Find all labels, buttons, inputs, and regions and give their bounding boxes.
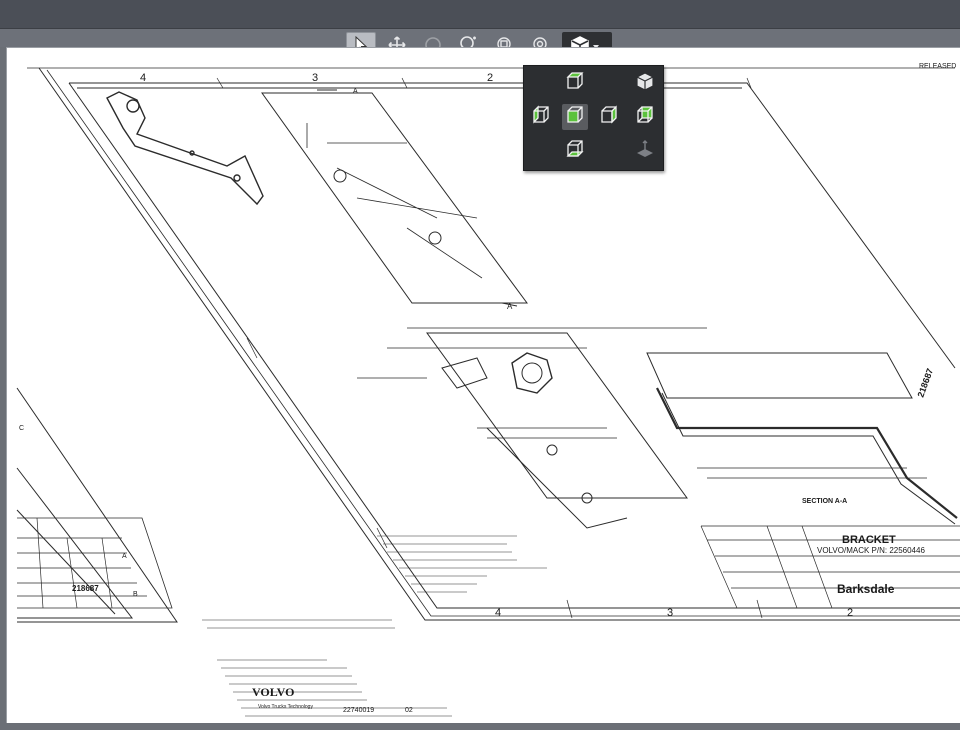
title-bar [0, 0, 960, 29]
back-view-button[interactable] [632, 104, 658, 130]
company-name: Barksdale [837, 582, 895, 596]
ground-plane-icon [635, 139, 655, 164]
zone-label-bottom-1: 4 [495, 607, 501, 619]
back-sheet-revision: 02 [405, 707, 413, 714]
release-status: RELEASED [919, 63, 956, 70]
right-view-icon [599, 104, 619, 130]
notes-block [202, 535, 547, 717]
zone-label-top-1: 4 [140, 72, 146, 84]
back-sheet [16, 387, 178, 623]
back-sheet-part-number: 22740019 [343, 707, 374, 714]
front-view [357, 327, 707, 529]
isometric-view-button[interactable] [632, 70, 658, 96]
left-view-button[interactable] [528, 104, 554, 130]
section-marker: A [353, 88, 358, 95]
zone-label-bottom-3: 2 [847, 607, 853, 619]
section-marker-bottom: A [507, 302, 513, 311]
back-sheet-brand: VOLVO [252, 685, 294, 699]
back-sheet-zone-a: A [122, 553, 127, 560]
zone-label-top-3: 2 [487, 72, 493, 84]
back-sheet-brand-sub: Volvo Trucks Technology [258, 704, 313, 710]
back-sheet-zone-c: C [19, 425, 24, 432]
back-sheet-drawing-number: 218687 [72, 584, 99, 593]
top-view [261, 89, 528, 307]
zone-label-bottom-2: 3 [667, 607, 673, 619]
drawing-viewport[interactable]: 4 3 2 4 3 2 A A SECTION A-A BRACKET VOLV… [6, 47, 960, 725]
left-view-icon [531, 104, 551, 130]
drawing-subtitle: VOLVO/MACK P/N: 22560446 [817, 546, 925, 555]
bottom-view-button[interactable] [562, 138, 588, 164]
bracket-isometric [106, 91, 264, 206]
ground-plane-button[interactable] [632, 138, 658, 164]
top-view-button[interactable] [562, 70, 588, 96]
isometric-view-icon [635, 71, 655, 96]
bottom-view-icon [565, 139, 585, 164]
back-sheet-zone-b: B [133, 591, 138, 598]
section-label: SECTION A-A [802, 498, 847, 505]
drawing-title: BRACKET [842, 534, 896, 546]
front-view-button[interactable] [562, 104, 588, 130]
front-view-icon [565, 105, 585, 130]
main-sheet [27, 67, 960, 621]
section-a-a [646, 352, 958, 525]
right-view-button[interactable] [596, 104, 622, 130]
drawing-number: 218687 [915, 367, 935, 399]
zone-label-top-2: 3 [312, 72, 318, 84]
top-view-icon [565, 71, 585, 96]
back-view-icon [635, 105, 655, 130]
toolbar-strip [0, 29, 960, 47]
status-strip [0, 723, 960, 730]
standard-views-popup [523, 65, 664, 171]
